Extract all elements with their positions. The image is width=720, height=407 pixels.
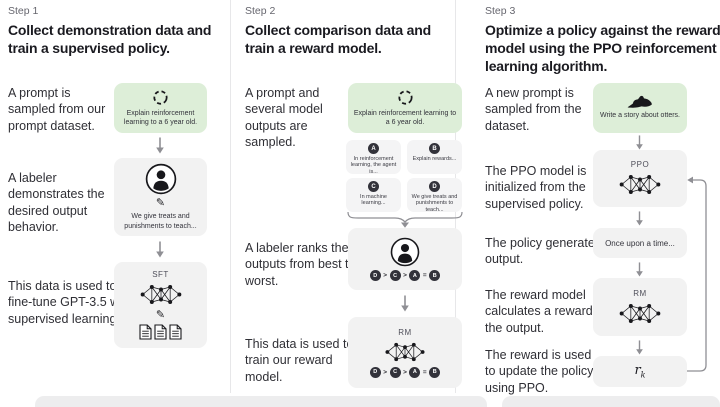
step3-output-text: Once upon a time... <box>605 238 675 248</box>
letter-badge: D <box>429 181 440 192</box>
step1-demo-text: We give treats and punishments to teach.… <box>124 213 197 230</box>
output-text: We give treats and punishments to teach.… <box>411 193 458 213</box>
document-icon <box>169 324 182 340</box>
rm-label: RM <box>633 288 647 298</box>
rm-label: RM <box>398 327 412 337</box>
reward-symbol: rk <box>634 363 646 380</box>
step2-train-caption: This data is used to train our reward mo… <box>245 337 354 384</box>
column-divider <box>230 0 231 393</box>
ppo-label: PPO <box>630 160 650 169</box>
step2-label: Step 2 <box>245 5 276 17</box>
output-card-d: D We give treats and punishments to teac… <box>407 178 462 212</box>
cycle-icon <box>152 89 169 106</box>
down-arrow-icon <box>635 262 644 277</box>
step3-ppo-box: PPO <box>593 150 687 207</box>
step2-rm-box: RM D > C > A = B <box>348 317 462 388</box>
step2-labeler-caption: A labeler ranks the outputs from best to… <box>245 241 356 288</box>
step1-labeler-caption: A labeler demonstrates the desired outpu… <box>8 171 105 234</box>
rank-circle: C <box>389 270 401 281</box>
ranking-row: D > C > A = B <box>369 270 441 281</box>
rank-circle: A <box>409 270 421 281</box>
rank-circle: C <box>389 366 401 378</box>
down-arrow-icon <box>400 295 410 312</box>
step1-title: Collect demonstration data and train a s… <box>8 22 212 57</box>
step2-prompt-text: Explain reinforcement learning to a 6 ye… <box>353 109 457 126</box>
step2-labeler-box: D > C > A = B <box>348 228 462 290</box>
rank-separator: > <box>403 368 407 376</box>
output-card-a: A In reinforcement learning, the agent i… <box>346 140 401 174</box>
step2-title: Collect comparison data and train a rewa… <box>245 22 431 57</box>
step3-output-box: Once upon a time... <box>593 228 687 258</box>
otter-icon <box>627 95 653 108</box>
person-icon <box>145 163 177 195</box>
step3-prompt-caption: A new prompt is sampled from the dataset… <box>485 86 582 133</box>
step3-reward-caption: The reward model calculates a reward for… <box>485 288 611 335</box>
neural-network-icon <box>385 340 425 364</box>
pencil-icon: ✎ <box>155 197 166 210</box>
step3-rm-box: RM <box>593 278 687 336</box>
rank-circle: B <box>429 366 441 378</box>
step3-prompt-box: Write a story about otters. <box>593 83 687 133</box>
neural-network-icon <box>619 301 661 326</box>
step3-label: Step 3 <box>485 5 516 17</box>
step1-labeler-box: ✎ We give treats and punishments to teac… <box>114 158 207 236</box>
rank-circle: D <box>369 366 381 378</box>
cycle-icon <box>397 89 414 106</box>
step1-label: Step 1 <box>8 5 39 17</box>
output-text: In reinforcement learning, the agent is.… <box>350 155 397 175</box>
down-arrow-icon <box>635 135 644 150</box>
step1-prompt-text: Explain reinforcement learning to a 6 ye… <box>123 109 198 126</box>
letter-badge: B <box>429 143 440 154</box>
step1-finetune-caption: This data is used to fine-tune GPT-3.5 w… <box>8 279 133 326</box>
brace-arrow-icon <box>347 211 463 228</box>
pencil-icon: ✎ <box>155 309 166 321</box>
step3-reward-value-box: rk <box>593 356 687 387</box>
sft-label: SFT <box>152 270 169 279</box>
ranking-row: D > C > A = B <box>369 366 441 378</box>
output-card-c: C In machine learning... <box>346 178 401 212</box>
rank-separator: = <box>422 272 427 279</box>
rank-separator: = <box>422 368 427 376</box>
step3-prompt-text: Write a story about otters. <box>599 112 680 120</box>
step3-init-caption: The PPO model is initialized from the su… <box>485 164 587 211</box>
letter-badge: C <box>368 181 379 192</box>
step2-prompt-box: Explain reinforcement learning to a 6 ye… <box>348 83 462 133</box>
step3-title: Optimize a policy against the reward mod… <box>485 22 720 75</box>
neural-network-icon <box>619 172 661 197</box>
step1-prompt-caption: A prompt is sampled from our prompt data… <box>8 86 106 133</box>
rank-separator: > <box>383 368 388 376</box>
step1-sft-box: SFT ✎ <box>114 262 207 348</box>
down-arrow-icon <box>155 137 165 154</box>
step3-update-caption: The reward is used to update the policy … <box>485 348 594 395</box>
rank-circle: D <box>369 270 381 281</box>
output-text: Explain rewards... <box>412 155 457 162</box>
output-text: In machine learning... <box>360 193 387 207</box>
feedback-loop-arrow <box>687 176 707 372</box>
rank-circle: A <box>409 366 421 378</box>
output-card-b: B Explain rewards... <box>407 140 462 174</box>
down-arrow-icon <box>155 241 165 258</box>
letter-badge: A <box>368 143 379 154</box>
down-arrow-icon <box>635 211 644 226</box>
documents-row <box>139 324 182 340</box>
rank-circle: B <box>429 270 441 281</box>
rank-separator: > <box>383 272 388 279</box>
document-icon <box>154 324 167 340</box>
down-arrow-icon <box>635 340 644 355</box>
step3-output-caption: The policy generates an output. <box>485 236 619 267</box>
step1-prompt-box: Explain reinforcement learning to a 6 ye… <box>114 83 207 133</box>
step2-prompt-caption: A prompt and several model outputs are s… <box>245 86 323 149</box>
bottom-card-edge <box>502 396 720 407</box>
person-icon <box>390 237 420 267</box>
bottom-card-edge <box>35 396 487 407</box>
document-icon <box>139 324 152 340</box>
neural-network-icon <box>140 282 182 307</box>
rank-separator: > <box>403 272 407 279</box>
